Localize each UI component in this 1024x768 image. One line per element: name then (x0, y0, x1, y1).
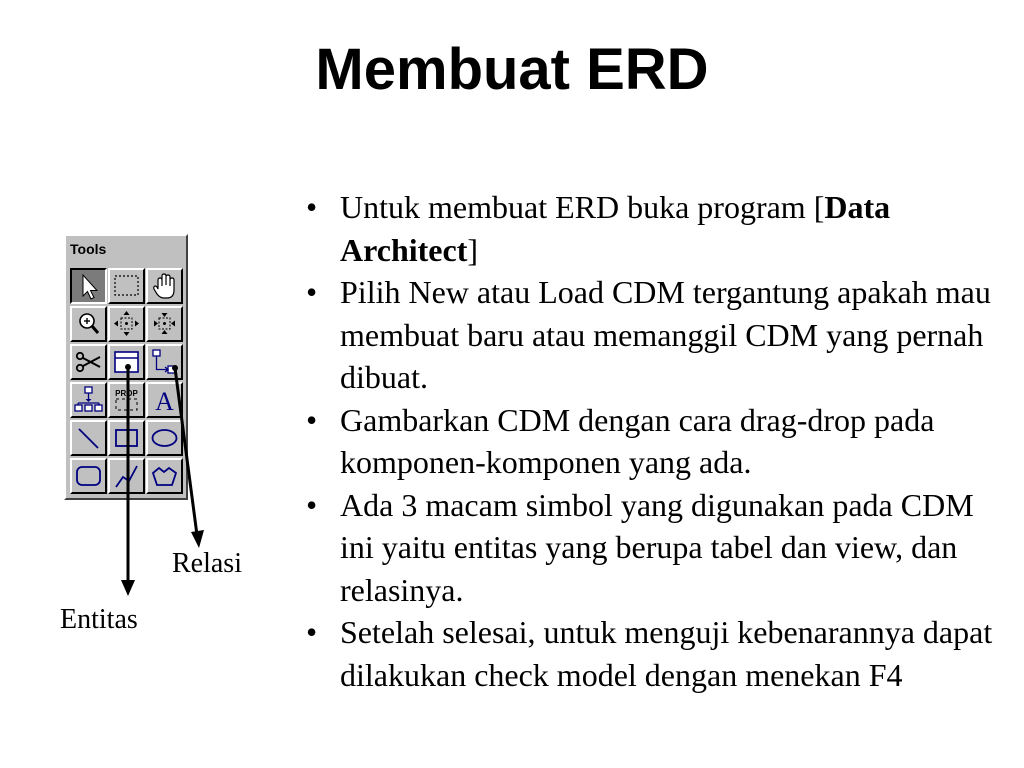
entitas-arrowhead (121, 580, 135, 596)
bullet-item: • Untuk membuat ERD buka program [Data Ar… (300, 186, 1012, 271)
zoom-tool-button[interactable] (70, 306, 107, 342)
polyline-icon (115, 465, 138, 488)
zoom-out-icon (114, 311, 139, 336)
pointer-tool-button[interactable] (70, 268, 107, 304)
zoom-out-tool-button[interactable] (108, 306, 145, 342)
relasi-label: Relasi (172, 548, 242, 579)
bullet-text: Untuk membuat ERD buka program [ (340, 189, 825, 225)
inheritance-icon (74, 386, 103, 412)
text-icon: A (155, 387, 174, 416)
inheritance-tool-button[interactable] (70, 382, 107, 418)
bullet-dot: • (306, 274, 318, 310)
bullet-item: • Gambarkan CDM dengan cara drag-drop pad… (300, 399, 1012, 484)
relasi-arrow-anchor (172, 365, 178, 371)
ellipse-icon (151, 429, 178, 447)
bullet-item: • Pilih New atau Load CDM tergantung apak… (300, 271, 1012, 399)
relasi-arrowhead (191, 530, 204, 548)
line-icon (78, 428, 99, 449)
bullet-dot: • (306, 189, 318, 225)
bullet-dot: • (306, 486, 318, 523)
hand-tool-button[interactable] (146, 268, 183, 304)
line-tool-button[interactable] (70, 420, 107, 456)
relasi-arrow-line (173, 367, 199, 536)
select-rectangle-icon (114, 275, 139, 296)
rounded-rectangle-tool-button[interactable] (70, 458, 107, 494)
scissors-tool-button[interactable] (70, 344, 107, 380)
bullet-text: Gambarkan CDM dengan cara drag-drop pada… (340, 401, 935, 481)
slide-title: Membuat ERD (315, 37, 709, 102)
zoom-in-icon (154, 313, 175, 334)
bullet-dot: • (306, 614, 318, 650)
pointer-icon (82, 273, 99, 300)
bullet-dot: • (306, 401, 318, 438)
zoom-icon (79, 313, 100, 334)
bullet-list: • Untuk membuat ERD buka program [Data Ar… (300, 186, 1012, 696)
bullet-item: • Ada 3 macam simbol yang digunakan pada … (300, 484, 1012, 612)
rounded-rectangle-icon (76, 466, 101, 486)
text-tool-glyph: A (155, 387, 174, 416)
bullet-item: • Setelah selesai, untuk menguji kebenara… (300, 611, 1012, 696)
bullet-bold-text: Data Architect (340, 189, 891, 268)
ellipse-tool-button[interactable] (146, 420, 183, 456)
bullet-text: Pilih New atau Load CDM tergantung apaka… (340, 274, 991, 395)
bullet-text-suffix: ] (467, 231, 478, 268)
polygon-tool-button[interactable] (146, 458, 183, 494)
bullet-text: Setelah selesai, untuk menguji kebenaran… (340, 614, 993, 693)
palette-title: Tools (70, 241, 107, 257)
hand-icon (153, 273, 175, 299)
entitas-label: Entitas (60, 604, 138, 635)
polygon-icon (151, 466, 178, 486)
select-rectangle-tool-button[interactable] (108, 268, 145, 304)
zoom-in-tool-button[interactable] (146, 306, 183, 342)
bullet-text: Ada 3 macam simbol yang digunakan pada C… (340, 486, 974, 608)
entitas-arrow-anchor (125, 364, 131, 370)
scissors-icon (75, 351, 101, 373)
entity-icon (114, 351, 139, 373)
